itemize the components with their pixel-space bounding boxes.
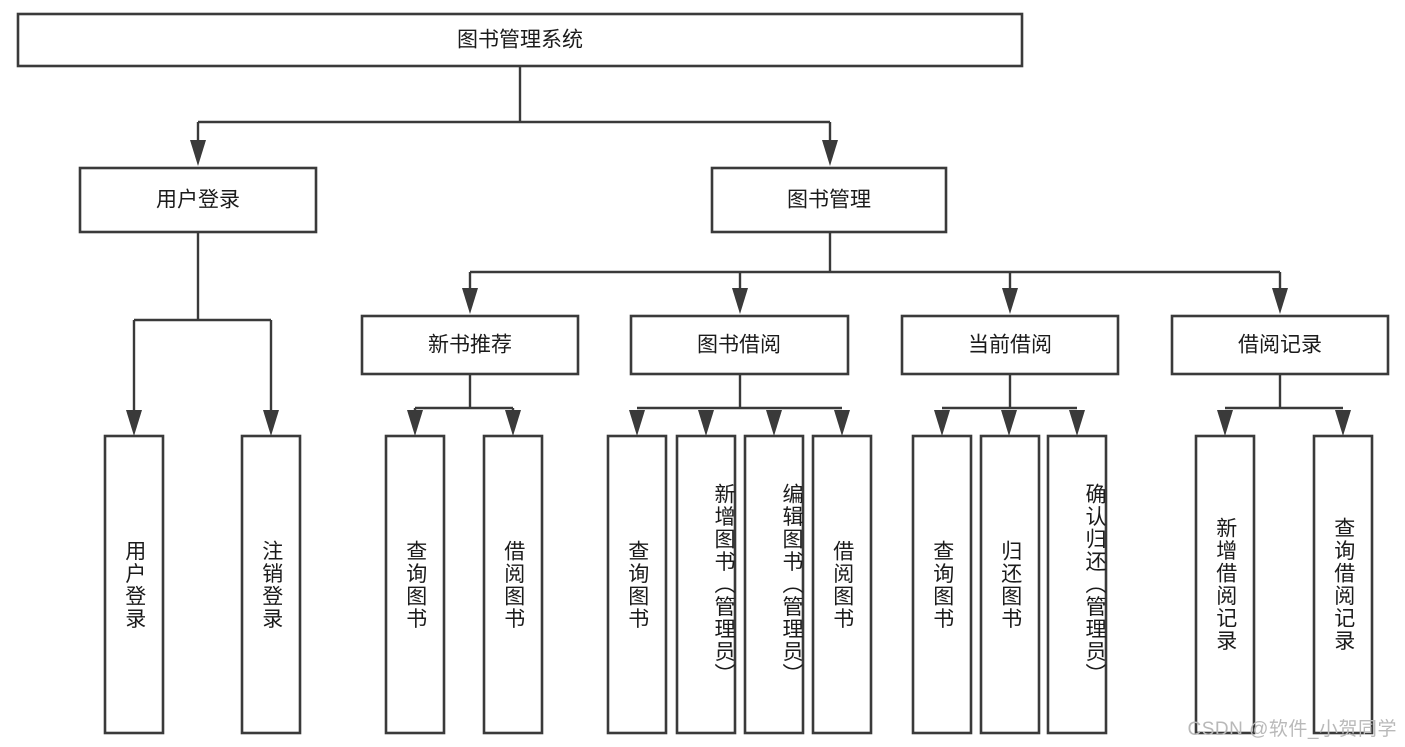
node-current-borrow[interactable] <box>900 314 1120 376</box>
node-book-management-label: 图书管理 <box>787 189 871 212</box>
connector-current-borrow-to-leaves <box>934 374 1085 436</box>
leaf-user-login-0[interactable] <box>103 434 165 735</box>
node-book-management[interactable] <box>710 166 948 234</box>
leaf-book-borrow-0[interactable] <box>606 434 668 735</box>
connector-borrow-record-to-leaves <box>1217 374 1351 436</box>
node-root-label: 图书管理系统 <box>457 29 583 52</box>
node-root-book-management-system[interactable] <box>16 12 1024 68</box>
leaf-borrow-record-0[interactable] <box>1194 434 1256 735</box>
leaf-new-book-1[interactable] <box>482 434 544 735</box>
node-user-login[interactable] <box>78 166 318 234</box>
node-borrow-record[interactable] <box>1170 314 1390 376</box>
connector-root-to-level2 <box>190 66 838 166</box>
node-new-book-recommend[interactable] <box>360 314 580 376</box>
leaf-current-borrow-0[interactable] <box>911 434 973 735</box>
node-current-borrow-label: 当前借阅 <box>968 334 1052 357</box>
node-borrow-record-label: 借阅记录 <box>1238 334 1322 357</box>
watermark-text: CSDN @软件_小贺同学 <box>1187 719 1397 740</box>
leaf-new-book-0[interactable] <box>384 434 446 735</box>
leaf-current-borrow-1[interactable] <box>979 434 1041 735</box>
leaf-book-borrow-1[interactable] <box>675 434 737 735</box>
connector-book-borrow-to-leaves <box>629 374 850 436</box>
leaf-current-borrow-2[interactable] <box>1046 434 1108 735</box>
connector-book-manage-to-level3 <box>462 232 1288 314</box>
connector-user-login-to-leaves <box>126 232 279 436</box>
node-new-book-recommend-label: 新书推荐 <box>428 334 512 357</box>
leaf-user-login-1[interactable] <box>240 434 302 735</box>
node-book-borrow[interactable] <box>629 314 850 376</box>
node-user-login-label: 用户登录 <box>156 189 240 212</box>
connector-new-book-to-leaves <box>407 374 521 436</box>
leaf-book-borrow-2[interactable] <box>743 434 805 735</box>
leaf-book-borrow-3[interactable] <box>811 434 873 735</box>
leaf-borrow-record-1[interactable] <box>1312 434 1374 735</box>
node-book-borrow-label: 图书借阅 <box>697 334 781 357</box>
